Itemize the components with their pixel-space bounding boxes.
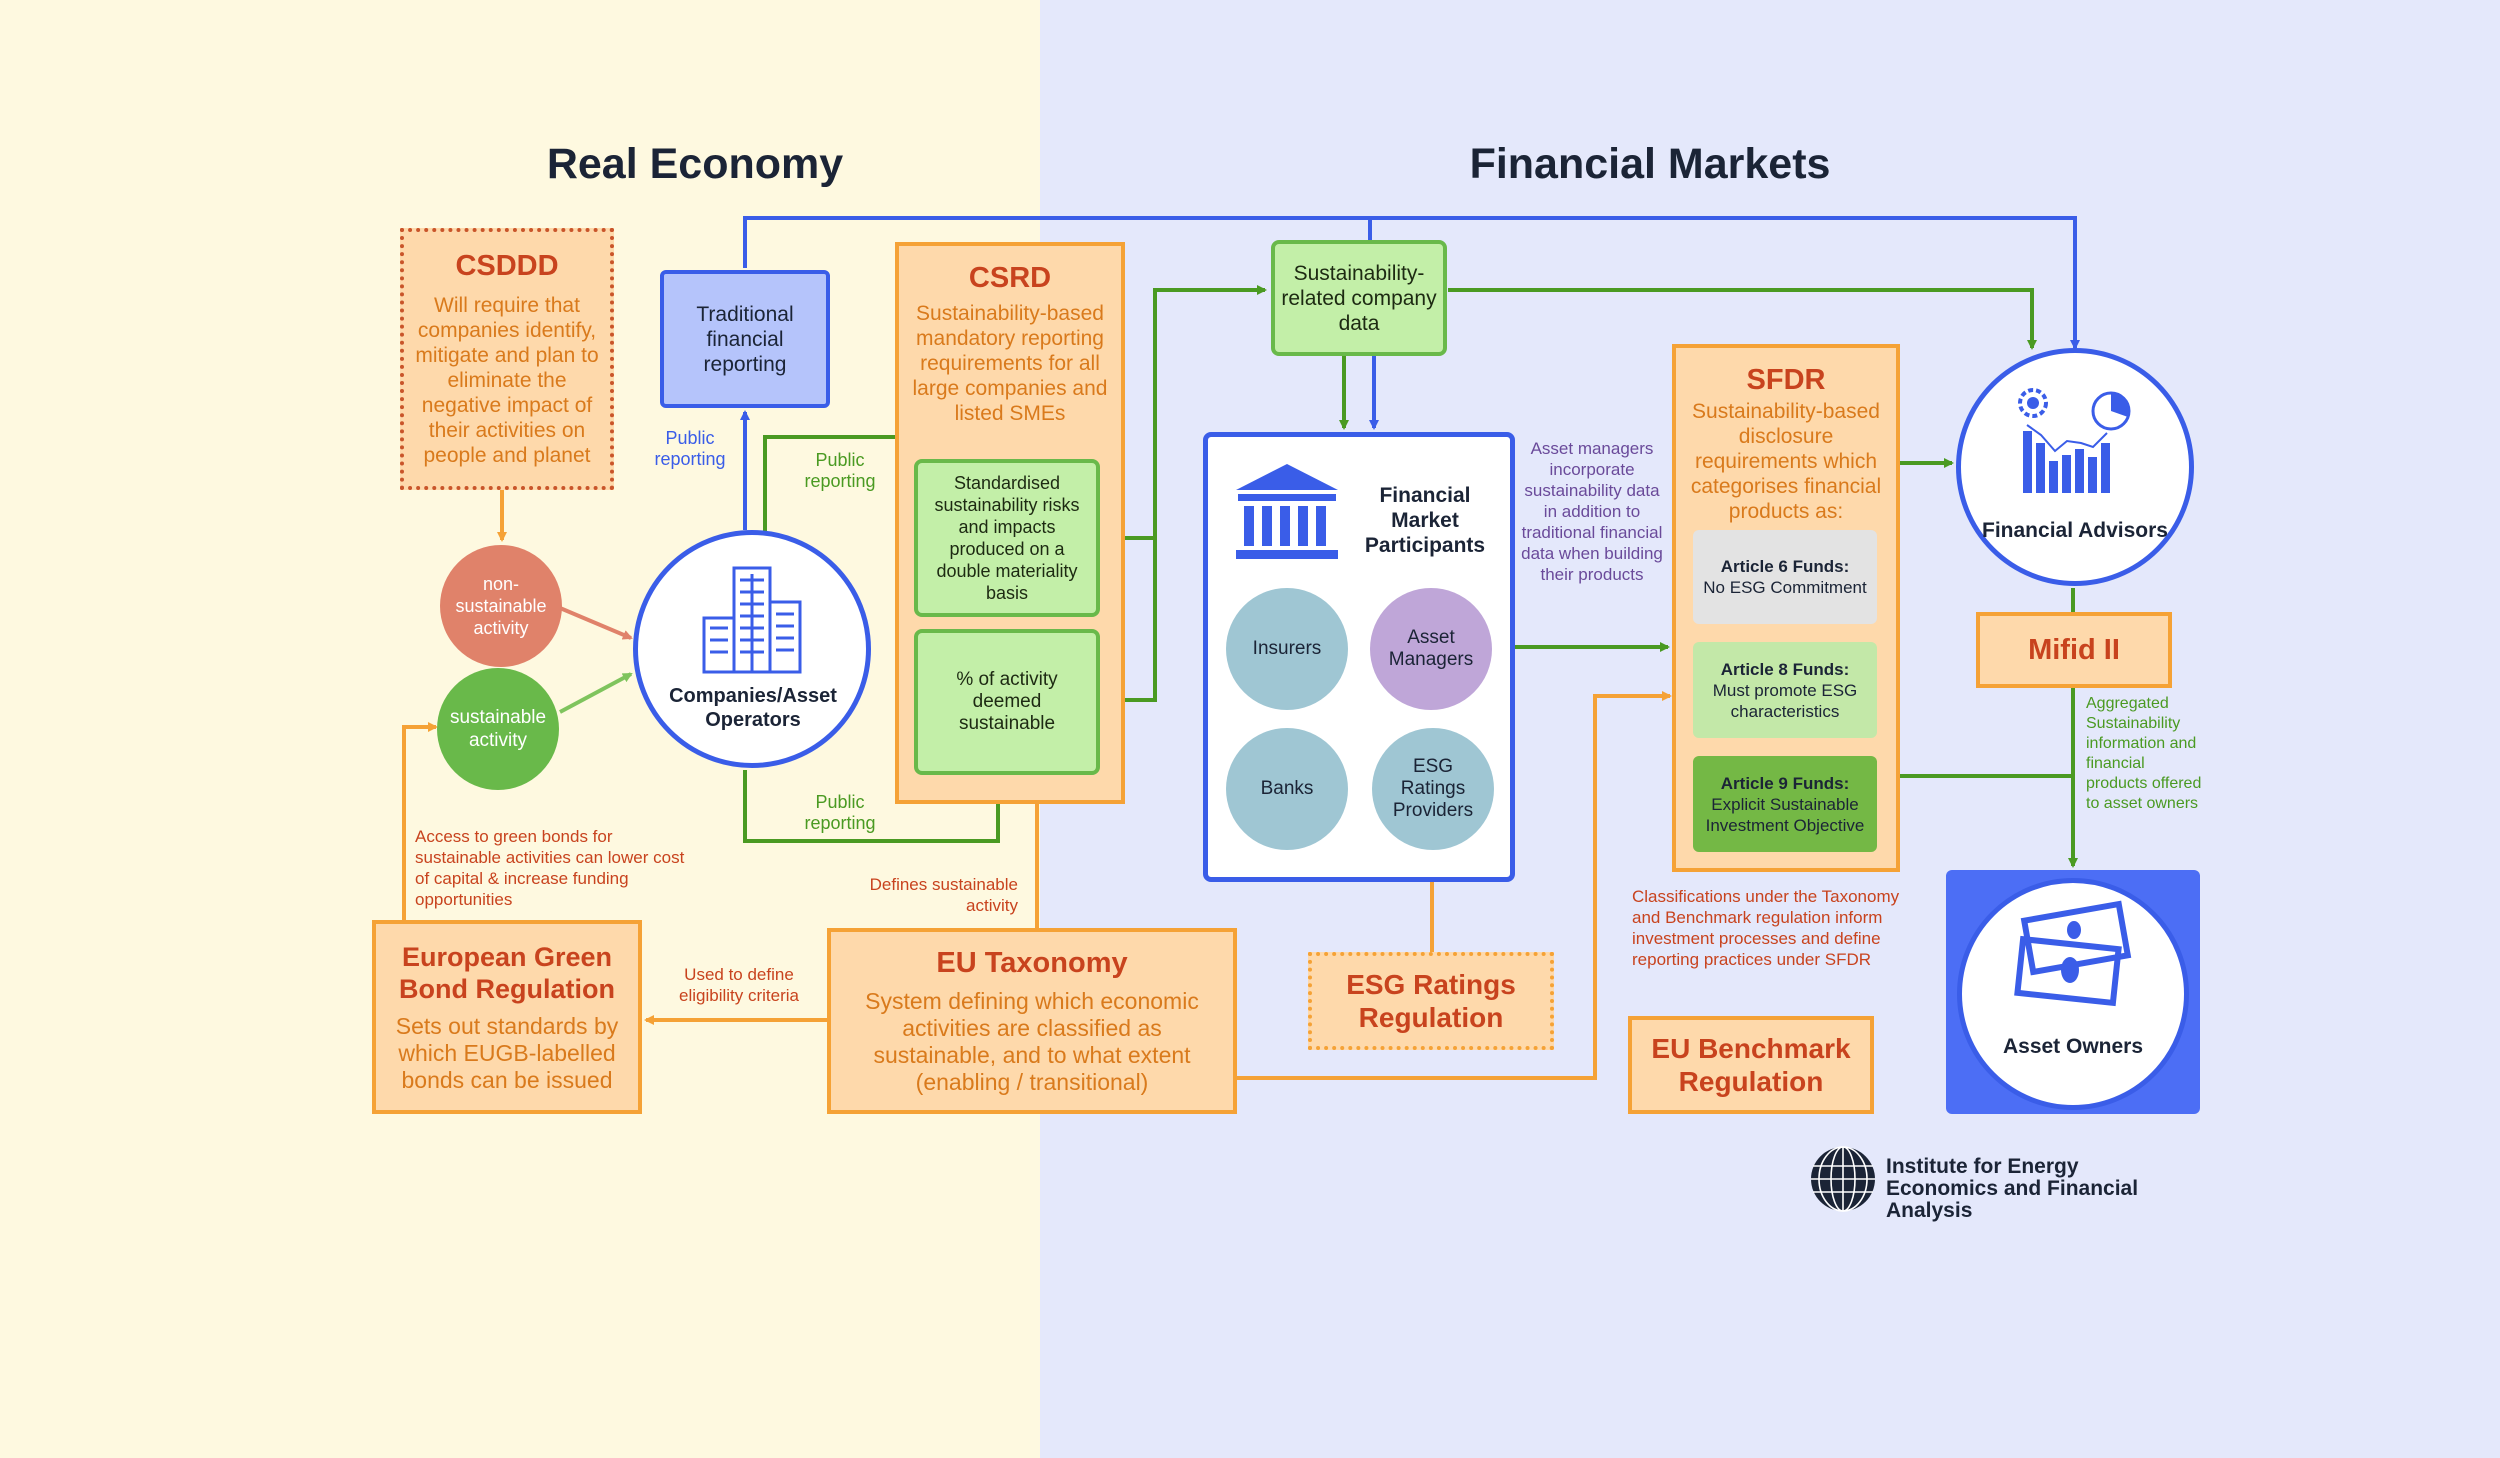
non-sustainable-activity-circle: non-sustainable activity: [440, 545, 562, 667]
edge-eugb-to-sustainable: [402, 722, 438, 920]
classifications-note: Classifications under the Taxonomy and B…: [1632, 887, 1900, 969]
article-8-title: Article 8 Funds:: [1720, 659, 1850, 679]
esg-regulation-box: ESG Ratings Regulation: [1308, 952, 1554, 1050]
ieefa-globe-logo: [1811, 1146, 1875, 1212]
companies-label: Companies/Asset Operators: [669, 685, 837, 731]
edge-top-blue-bus: [743, 216, 2080, 350]
eugb-description: Sets out standards by which EUGB-labelle…: [395, 1012, 619, 1093]
aggregated-note: Aggregated Sustainability information an…: [2086, 695, 2202, 812]
public-reporting-green-bottom-label: Public reporting: [804, 792, 876, 833]
edge-sustainable-to-companies: [559, 672, 633, 714]
financial-advisors-label: Financial Advisors: [1982, 518, 2168, 542]
asset-managers-circle: Asset Managers: [1370, 588, 1492, 710]
sustainable-activity-circle: sustainable activity: [437, 668, 559, 790]
ieefa-org-name: Institute for Energy Economics and Finan…: [1886, 1155, 2139, 1222]
edge-taxonomy-to-sfdr: [1236, 691, 1672, 1080]
benchmark-box: EU Benchmark Regulation: [1628, 1016, 1874, 1114]
article-9-title: Article 9 Funds:: [1720, 773, 1850, 793]
article-8-box: Article 8 Funds: Must promote ESG charac…: [1693, 642, 1877, 738]
edge-companies-to-activity-pct: [743, 770, 1003, 843]
article-6-desc: No ESG Commitment: [1703, 578, 1867, 597]
bank-icon: [1236, 464, 1338, 559]
csddd-box: CSDDD Will require that companies identi…: [400, 228, 614, 490]
article-9-desc: Explicit Sustainable Investment Objectiv…: [1705, 794, 1865, 835]
asset-owners-label: Asset Owners: [2002, 1035, 2144, 1058]
asset-managers-note: Asset managers incorporate sustainabilit…: [1521, 439, 1663, 584]
edge-nonsustainable-to-companies: [559, 606, 633, 640]
eligibility-note: Used to define eligibility criteria: [679, 965, 799, 1005]
defines-sustainable-note: Defines sustainable activity: [869, 875, 1018, 915]
public-reporting-blue-label: Public reporting: [654, 428, 726, 469]
csddd-title: CSDDD: [455, 250, 559, 282]
taxonomy-title: EU Taxonomy: [936, 946, 1128, 979]
csrd-description: Sustainability-based mandatory reporting…: [912, 302, 1108, 425]
sfdr-title: SFDR: [1746, 364, 1826, 396]
traditional-reporting-box: Traditional financial reporting: [660, 270, 830, 408]
financial-markets-title: Financial Markets: [1469, 140, 1831, 188]
asset-owners-circle: [1957, 878, 2189, 1110]
money-icon: [2014, 900, 2132, 1007]
article-6-title: Article 6 Funds:: [1720, 557, 1850, 576]
green-bonds-note: Access to green bonds for sustainable ac…: [415, 827, 685, 909]
insurers-circle: Insurers: [1226, 588, 1348, 710]
mifid-box: Mifid II: [1976, 612, 2172, 688]
edge-csrd-to-company-data: [1098, 285, 1267, 540]
csddd-description: Will require that companies identify, mi…: [415, 294, 599, 467]
csrd-title: CSRD: [968, 262, 1052, 294]
real-economy-title: Real Economy: [546, 140, 844, 188]
article-6-box: Article 6 Funds: No ESG Commitment: [1693, 530, 1877, 624]
activity-pct-box: % of activity deemed sustainable: [914, 629, 1100, 775]
eugb-title: European Green Bond Regulation: [399, 941, 615, 1004]
fmp-title: Financial Market Participants: [1364, 483, 1486, 557]
chart-growth-icon: [2018, 388, 2131, 493]
eugb-box: European Green Bond Regulation Sets out …: [372, 920, 642, 1114]
esg-providers-circle: ESG Ratings Providers: [1372, 728, 1494, 850]
taxonomy-description: System defining which economic activitie…: [865, 987, 1199, 1095]
banks-circle: Banks: [1226, 728, 1348, 850]
buildings-icon: [702, 566, 802, 674]
taxonomy-box: EU Taxonomy System defining which econom…: [827, 928, 1237, 1114]
sfdr-description: Sustainability-based disclosure requirem…: [1690, 400, 1882, 523]
company-data-box: Sustainability-related company data: [1271, 240, 1447, 356]
article-8-desc: Must promote ESG characteristics: [1712, 680, 1858, 721]
article-9-box: Article 9 Funds: Explicit Sustainable In…: [1693, 756, 1877, 852]
edge-company-data-to-advisors: [1448, 288, 2037, 350]
public-reporting-green-top-label: Public reporting: [804, 450, 876, 491]
standardised-risks-box: Standardised sustainability risks and im…: [914, 459, 1100, 617]
